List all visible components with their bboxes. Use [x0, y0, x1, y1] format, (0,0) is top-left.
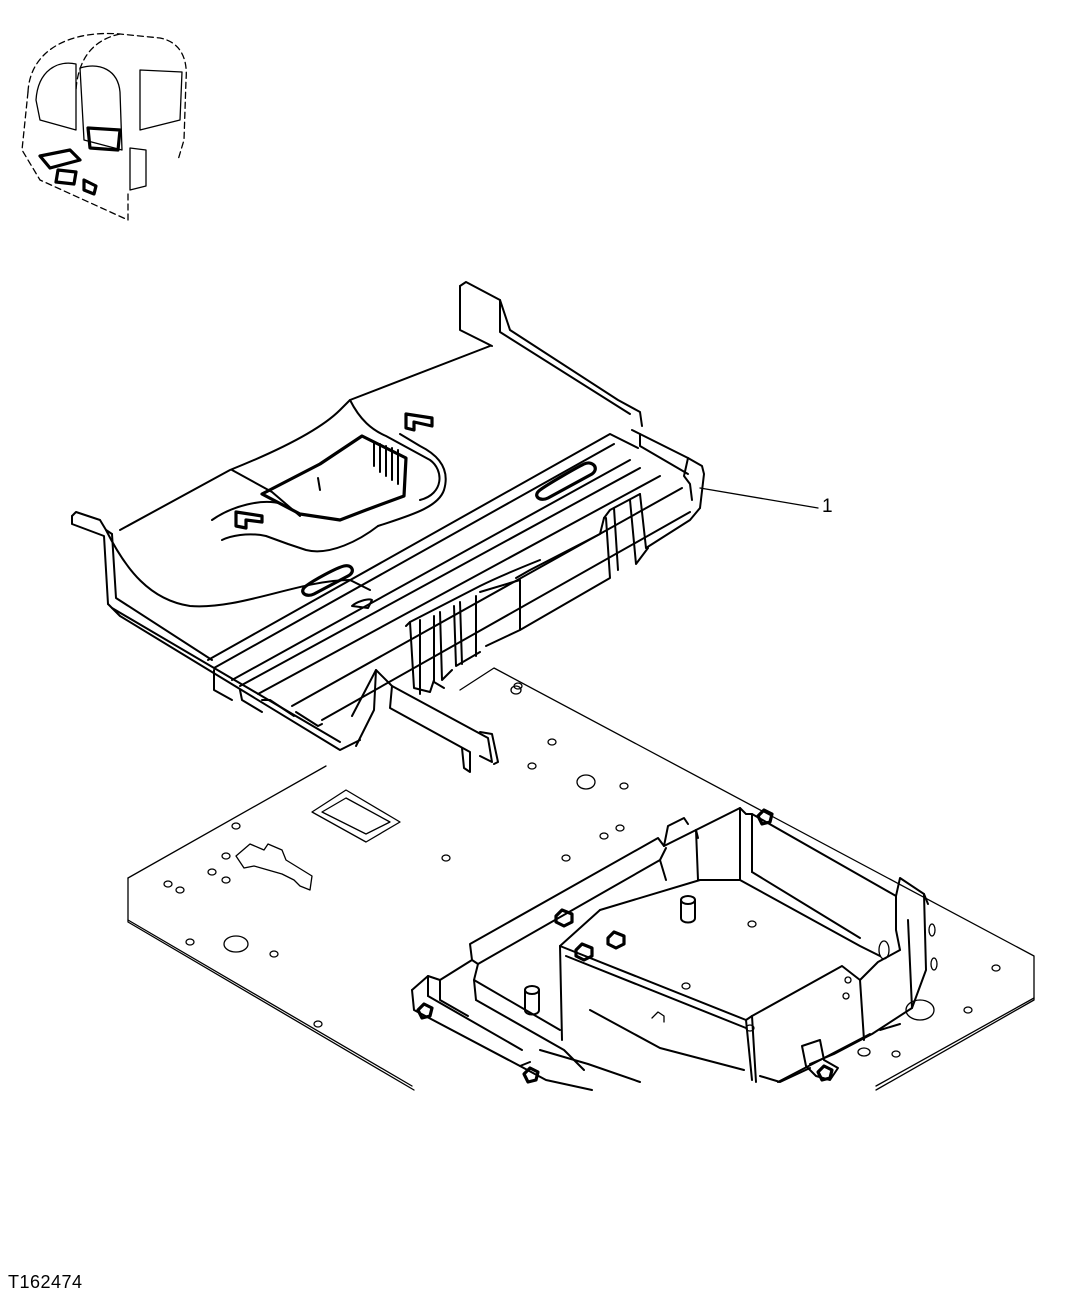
base-plate: [127, 667, 1035, 1091]
callout-label-1: 1: [822, 496, 833, 517]
seat-stand: [411, 807, 938, 1091]
floor-plate: [71, 281, 819, 773]
figure-id: T162474: [8, 1272, 83, 1292]
cab-locator-icon: [21, 32, 187, 221]
